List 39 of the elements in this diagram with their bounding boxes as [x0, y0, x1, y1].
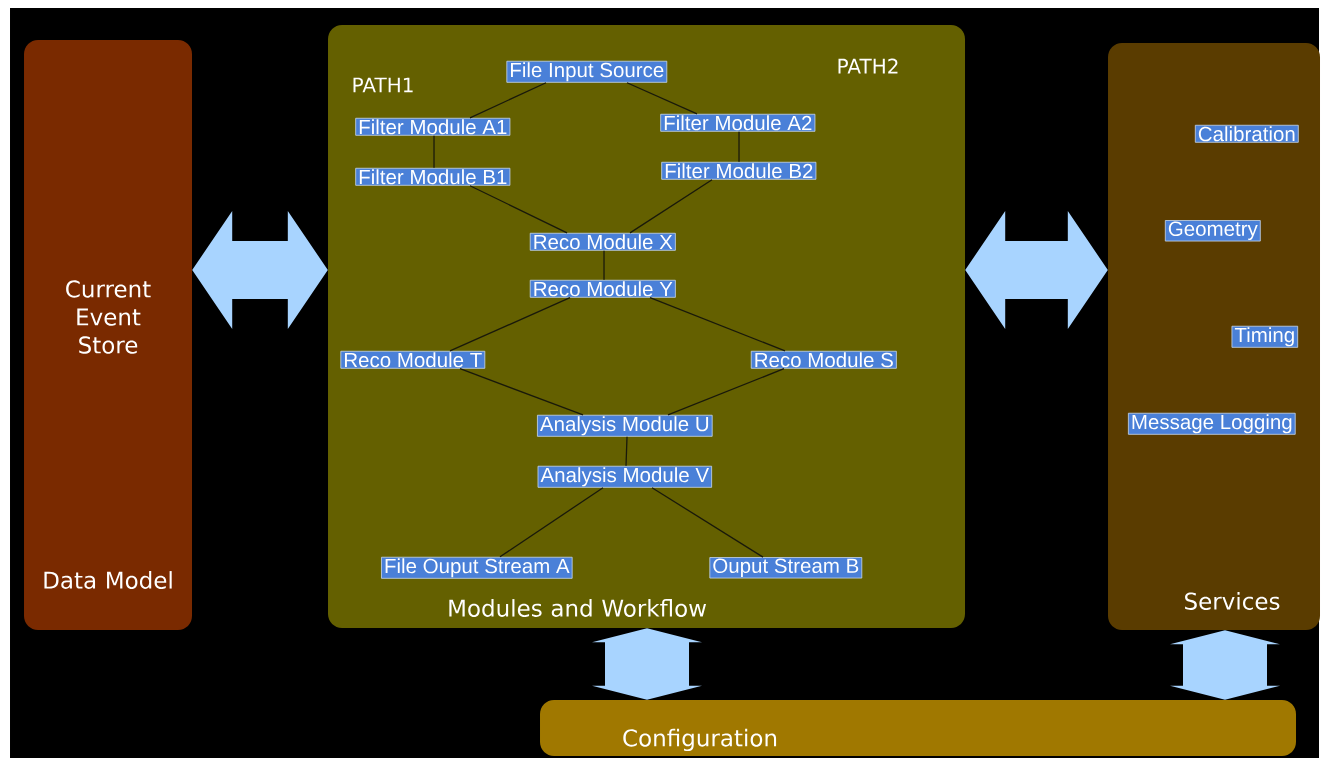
module-box: Geometry: [1164, 220, 1261, 242]
module-box: File Input Source: [506, 60, 668, 83]
path-label: PATH2: [838, 58, 898, 74]
connector-line: [433, 135, 435, 169]
connector-line: [459, 368, 584, 416]
module-box: Ouput Stream B: [709, 557, 863, 579]
module-box: Filter Module A1: [355, 117, 511, 136]
module-box: Reco Module X: [529, 232, 676, 251]
connector-line: [667, 368, 785, 416]
connector-line: [649, 297, 786, 352]
connector-line: [469, 82, 547, 119]
double-arrow: [192, 211, 328, 329]
panel: Configuration: [540, 700, 1296, 756]
connector-line: [626, 82, 698, 115]
connector-line: [603, 250, 605, 281]
module-box: Message Logging: [1128, 412, 1296, 435]
panel: Current Event Store Data Model: [24, 40, 192, 630]
connector-line: [738, 131, 740, 163]
connector-line: [469, 185, 568, 234]
module-box: Analysis Module V: [537, 465, 713, 488]
double-arrow: [965, 211, 1108, 329]
double-arrow: [1170, 630, 1280, 700]
path-label: PATH1: [353, 77, 413, 93]
double-arrow: [592, 628, 702, 700]
module-box: Reco Module S: [750, 350, 897, 369]
module-box: File Ouput Stream A: [381, 556, 573, 579]
module-box: Analysis Module U: [537, 414, 713, 437]
connector-line: [449, 297, 571, 352]
module-box: Reco Module Y: [529, 279, 676, 298]
module-box: Reco Module T: [340, 350, 486, 369]
connector-line: [651, 487, 764, 558]
module-box: Filter Module A2: [660, 113, 816, 132]
module-box: Filter Module B2: [661, 161, 817, 180]
connector-line: [629, 179, 713, 234]
connector-line: [625, 436, 628, 467]
connector-line: [499, 487, 604, 558]
module-box: Calibration: [1194, 124, 1299, 143]
module-box: Timing: [1231, 325, 1299, 348]
module-box: Filter Module B1: [355, 167, 511, 186]
